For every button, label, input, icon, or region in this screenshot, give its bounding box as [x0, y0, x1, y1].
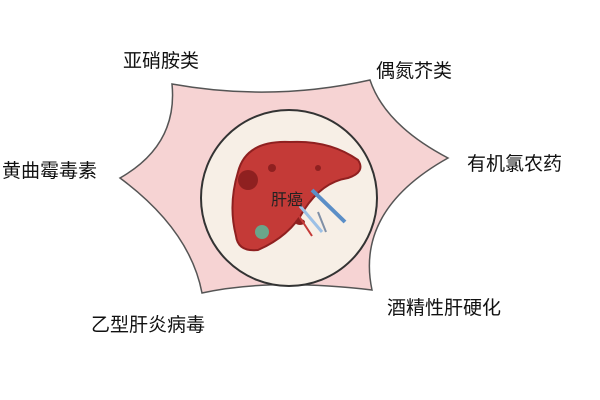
factor-label-azo: 偶氮芥类 — [376, 60, 453, 82]
factor-label-cirrhosis: 酒精性肝硬化 — [387, 297, 502, 319]
factor-label-nitrosamines: 亚硝胺类 — [123, 50, 200, 72]
factor-label-hepatitis-b: 乙型肝炎病毒 — [91, 314, 206, 336]
center-label: 肝癌 — [271, 190, 304, 209]
liver-icon — [231, 140, 362, 252]
factor-label-organochlorine: 有机氯农药 — [467, 153, 563, 175]
needle-icon — [294, 188, 347, 237]
factor-label-aflatoxin: 黄曲霉毒素 — [2, 160, 98, 182]
